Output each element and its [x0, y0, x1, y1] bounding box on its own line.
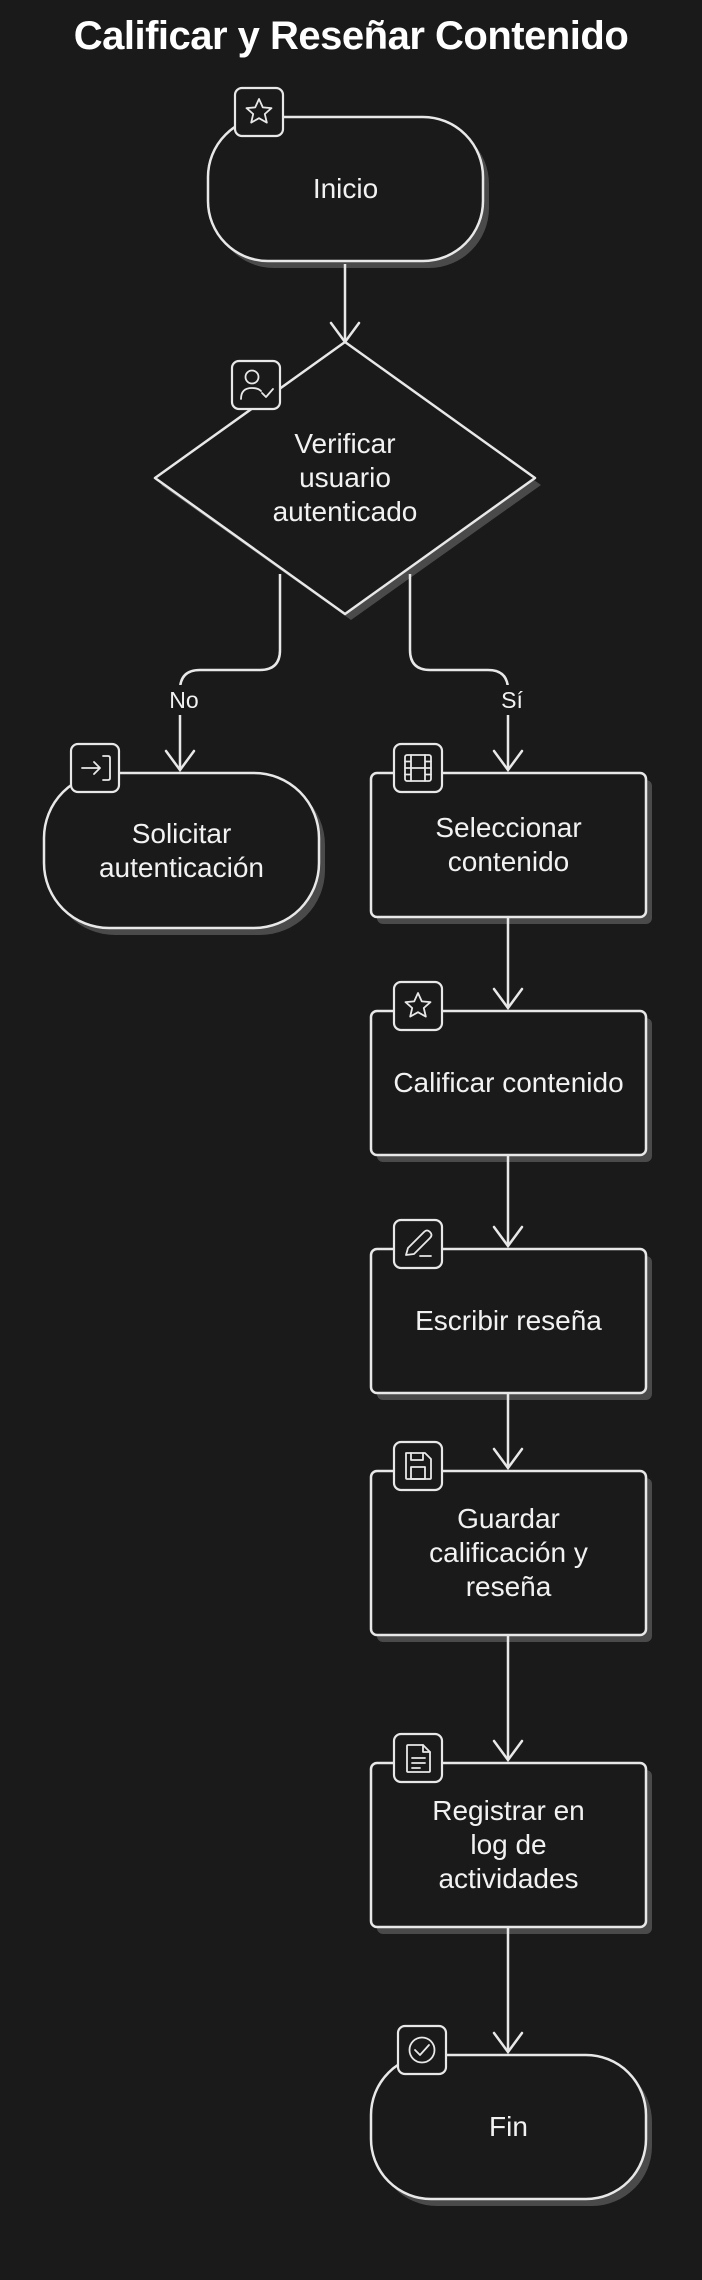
node-guardar	[369, 1469, 648, 1637]
edge-verificar-seleccionar	[408, 574, 510, 768]
edge-arrowhead	[492, 1225, 524, 1249]
node-solicitar	[42, 771, 321, 930]
node-verificar-label: Verificar usuario autenticado	[272, 428, 418, 527]
node-registrar	[369, 1761, 648, 1929]
node-solicitar-label: Solicitar autenticación	[98, 817, 264, 883]
edge-label-si: Sí	[483, 685, 541, 715]
check-circle-icon	[396, 2024, 448, 2076]
node-registrar-label: Registrar en log de actividades	[432, 1795, 585, 1894]
node-seleccionar-label: Seleccionar contenido	[435, 812, 582, 877]
node-escribir-label: Escribir reseña	[415, 1305, 602, 1336]
node-guardar-label: Guardar calificación y reseña	[429, 1503, 588, 1602]
star-icon	[392, 980, 444, 1032]
film-icon	[392, 742, 444, 794]
node-calificar-label: Calificar contenido	[393, 1067, 624, 1098]
edge-arrowhead	[492, 749, 524, 773]
edge-arrowhead	[492, 1447, 524, 1471]
node-escribir	[369, 1247, 648, 1395]
pencil-icon	[392, 1218, 444, 1270]
node-seleccionar	[369, 771, 648, 919]
star-icon	[233, 86, 285, 138]
edge-arrowhead	[492, 987, 524, 1011]
node-inicio-label: Inicio	[312, 173, 379, 204]
edge-verificar-solicitar	[178, 574, 282, 768]
edge-label-no: No	[155, 685, 213, 715]
document-icon	[392, 1732, 444, 1784]
diagram-title: Calificar y Reseñar Contenido	[73, 14, 629, 58]
edge-arrowhead	[492, 1739, 524, 1763]
node-inicio	[206, 115, 485, 263]
edge-arrowhead	[492, 2031, 524, 2055]
node-calificar	[369, 1009, 648, 1157]
node-fin-label: Fin	[489, 2111, 528, 2142]
user-check-icon	[230, 359, 282, 411]
login-icon	[69, 742, 121, 794]
edge-arrowhead	[164, 749, 196, 773]
node-fin	[369, 2053, 648, 2201]
save-icon	[392, 1440, 444, 1492]
edges	[164, 264, 524, 2055]
